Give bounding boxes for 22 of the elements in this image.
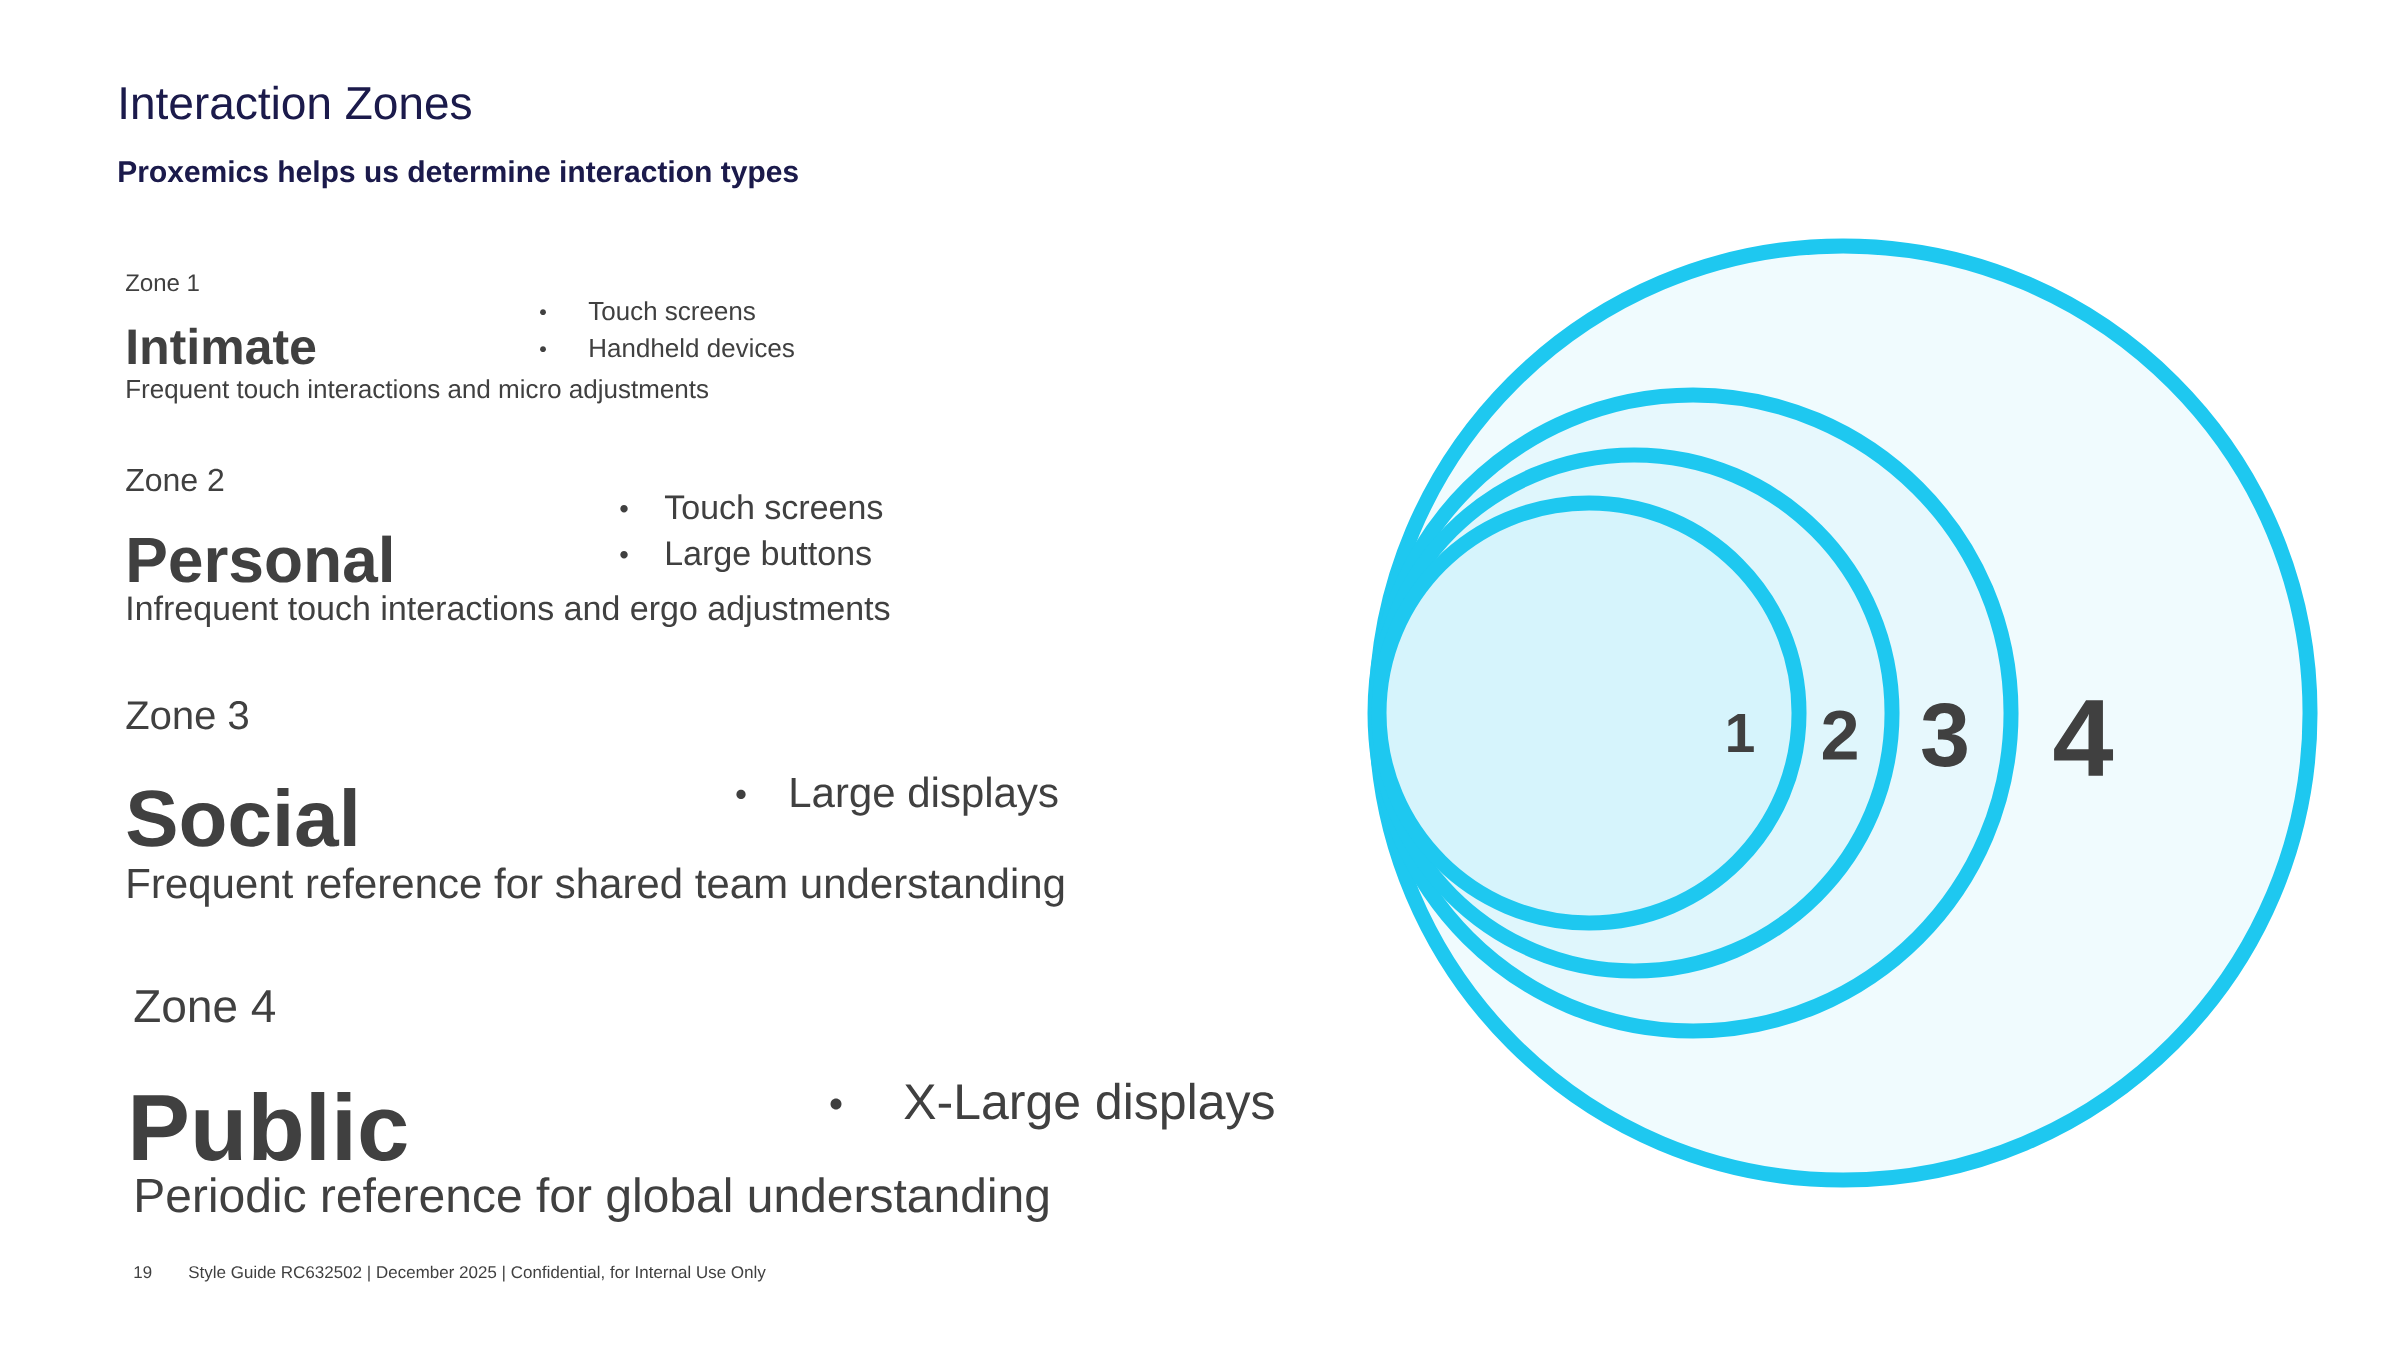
zone-label: Zone 1 bbox=[125, 274, 199, 292]
bullet-item: X-Large displays bbox=[904, 1082, 1274, 1130]
footer-text: Style Guide RC632502 | December 2025 | Confidential, for Internal Use Only bbox=[189, 1265, 766, 1282]
title: Interaction Zones bbox=[121, 85, 471, 120]
zone-description: Frequent reference for shared team understanding bbox=[128, 867, 1064, 907]
bullet-item: Handheld devices bbox=[590, 338, 794, 358]
zone-description: Periodic reference for global understanding bbox=[137, 1177, 1048, 1222]
zone-name: Public bbox=[133, 1091, 407, 1161]
zone-label: Zone 2 bbox=[126, 468, 224, 492]
zone-name: Intimate bbox=[128, 327, 316, 365]
subtitle: Proxemics helps us determine interaction types bbox=[119, 160, 798, 189]
zone-name: Personal bbox=[129, 535, 391, 583]
zone-label: Zone 4 bbox=[134, 990, 275, 1023]
bullet-item: Large buttons bbox=[667, 540, 871, 573]
bullet-item: Touch screens bbox=[665, 494, 883, 520]
zone-label: Zone 3 bbox=[126, 701, 248, 730]
zone-name: Social bbox=[127, 788, 356, 847]
footer-text: 19 bbox=[134, 1266, 152, 1279]
zone-description: Infrequent touch interactions and ergo adjustments bbox=[128, 595, 890, 628]
zone-description: Frequent touch interactions and micro adjustments bbox=[127, 379, 709, 404]
bullet-item: Touch screens bbox=[588, 301, 755, 321]
bullet-item: Large displays bbox=[791, 776, 1058, 816]
